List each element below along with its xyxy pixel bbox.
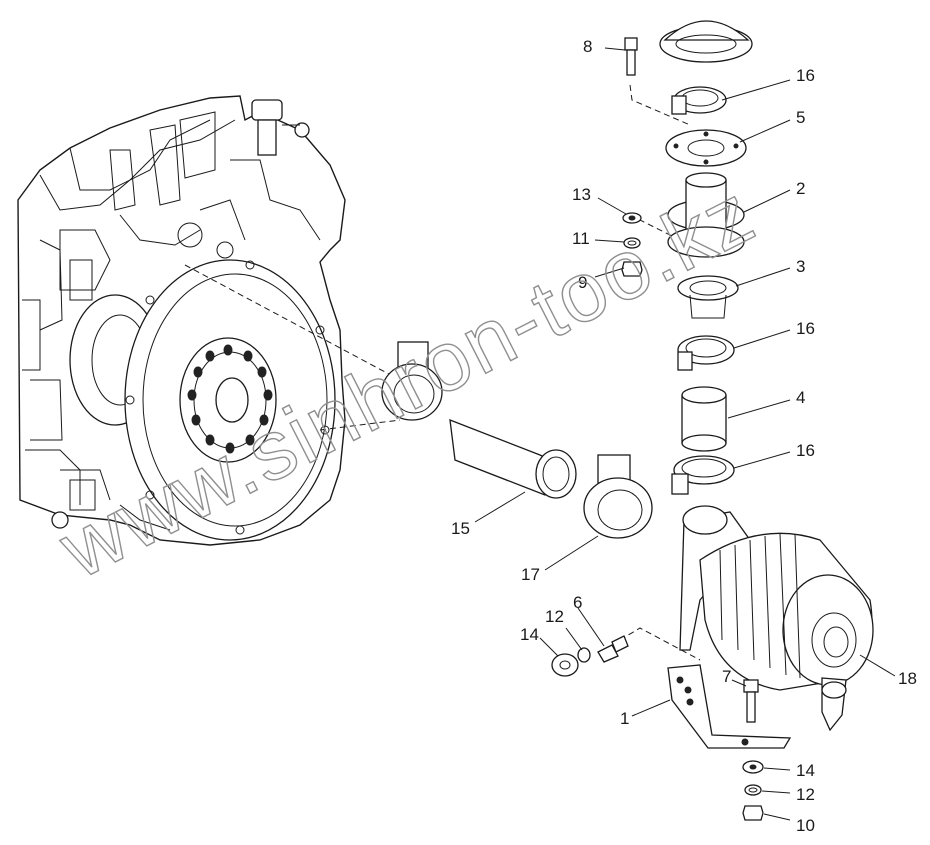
nut-9: [621, 261, 643, 277]
label-18: 18: [898, 669, 917, 688]
label-16: 16: [796, 441, 815, 460]
washer-14-lower: [742, 760, 764, 774]
label-16: 16: [796, 66, 815, 85]
bolt-6: [597, 635, 629, 663]
bushing-3: [677, 275, 739, 319]
label-7: 7: [722, 667, 731, 686]
nut-10: [742, 805, 764, 821]
bracket-1: [667, 664, 792, 749]
flywheel-bolts: [187, 344, 273, 454]
hose-clamp-16-middle: [677, 335, 735, 371]
label-16: 16: [796, 319, 815, 338]
label-11: 11: [572, 229, 590, 248]
hose-4: [681, 386, 727, 452]
label-8: 8: [583, 37, 592, 56]
label-14: 14: [796, 761, 815, 780]
label-1: 1: [620, 709, 629, 728]
label-17: 17: [521, 565, 540, 584]
label-9: 9: [578, 273, 587, 292]
bolt-7: [743, 679, 759, 723]
hose-clamp-16-top: [671, 86, 727, 115]
rain-cap: [659, 20, 753, 63]
hose-clamp-left: [381, 341, 443, 421]
hose-clamp-16-lower: [671, 455, 735, 495]
label-4: 4: [796, 388, 805, 407]
bolt-8: [624, 37, 638, 76]
hose-clamp-17: [583, 454, 653, 539]
assembly-centerlines: [184, 84, 701, 661]
label-12: 12: [545, 607, 564, 626]
flange-plate-5: [665, 129, 747, 167]
spring-washer-12-lower: [744, 784, 762, 796]
washer-13: [622, 212, 642, 224]
label-5: 5: [796, 108, 805, 127]
label-3: 3: [796, 257, 805, 276]
spring-washer-11: [623, 237, 641, 249]
filter-ribs: [719, 533, 801, 679]
label-10: 10: [796, 816, 815, 835]
spring-washer-12-upper: [577, 647, 591, 663]
hose-15: [449, 418, 577, 499]
label-2: 2: [796, 179, 805, 198]
washer-14-upper: [551, 653, 579, 677]
label-13: 13: [572, 185, 591, 204]
inlet-tube-2: [667, 172, 745, 258]
air-filter-18: [679, 505, 874, 732]
label-12: 12: [796, 785, 815, 804]
engine-assembly: [17, 95, 346, 546]
label-6: 6: [573, 593, 582, 612]
label-14: 14: [520, 625, 539, 644]
label-15: 15: [451, 519, 470, 538]
callout-labels: 8 16 5 2 13 11 9 3 16 4 16 15 17 6 12 14…: [451, 37, 917, 835]
leader-lines: [474, 47, 896, 821]
